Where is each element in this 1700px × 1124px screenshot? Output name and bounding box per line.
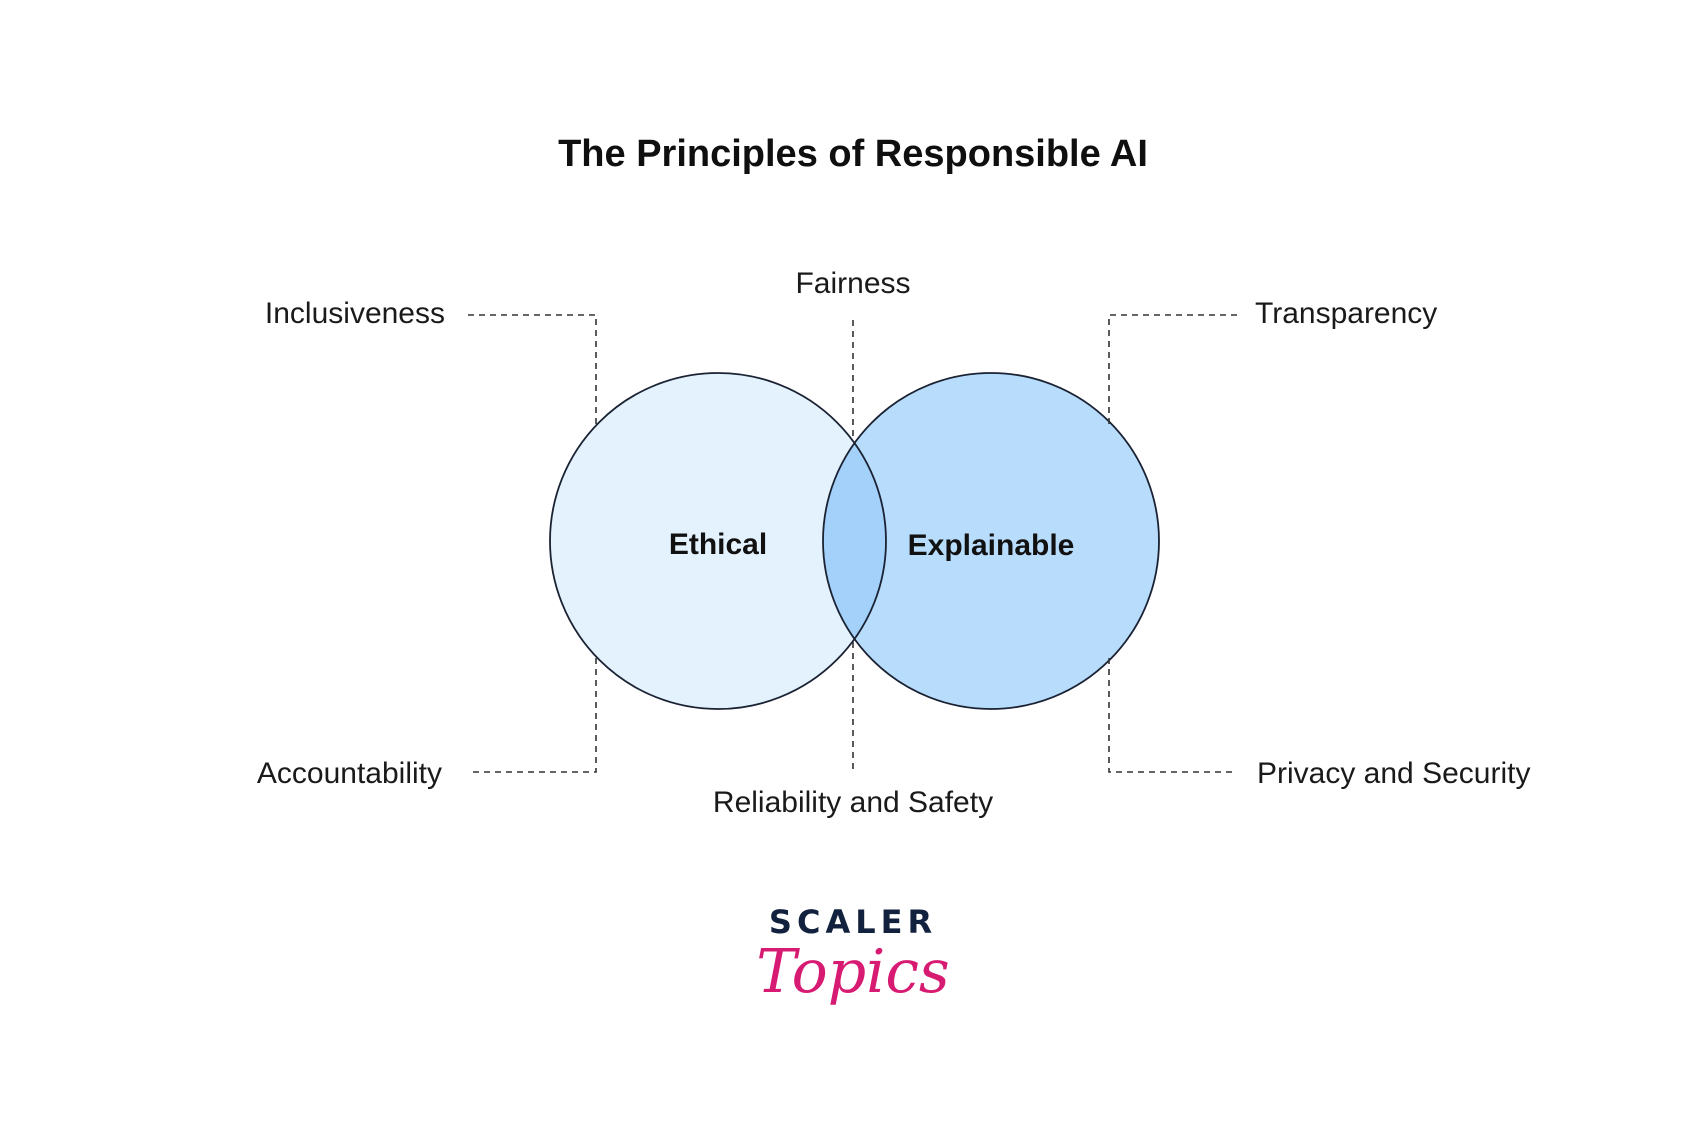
- explainable-circle: [823, 373, 1159, 709]
- logo-wordmark-bottom: Topics: [756, 937, 949, 1007]
- reliability-safety-label: Reliability and Safety: [713, 786, 993, 819]
- privacy-connector: [1108, 658, 1237, 773]
- ethical-label: Ethical: [669, 528, 767, 561]
- scaler-topics-logo: SCALER Topics: [756, 903, 949, 1007]
- transparency-connector: [1108, 314, 1237, 425]
- accountability-label: Accountability: [257, 757, 442, 790]
- explainable-circle-outline: [822, 372, 1160, 710]
- ethical-circle: [550, 373, 886, 709]
- explainable-label: Explainable: [908, 529, 1075, 562]
- transparency-label: Transparency: [1255, 297, 1437, 330]
- logo-wordmark-top: SCALER: [769, 903, 937, 941]
- inclusiveness-connector: [468, 314, 597, 425]
- ethical-circle-outline: [549, 372, 887, 710]
- inclusiveness-label: Inclusiveness: [265, 297, 445, 330]
- accountability-connector: [468, 658, 597, 773]
- diagram-title: The Principles of Responsible AI: [558, 133, 1148, 175]
- privacy-security-label: Privacy and Security: [1257, 757, 1530, 790]
- fairness-label: Fairness: [795, 267, 910, 300]
